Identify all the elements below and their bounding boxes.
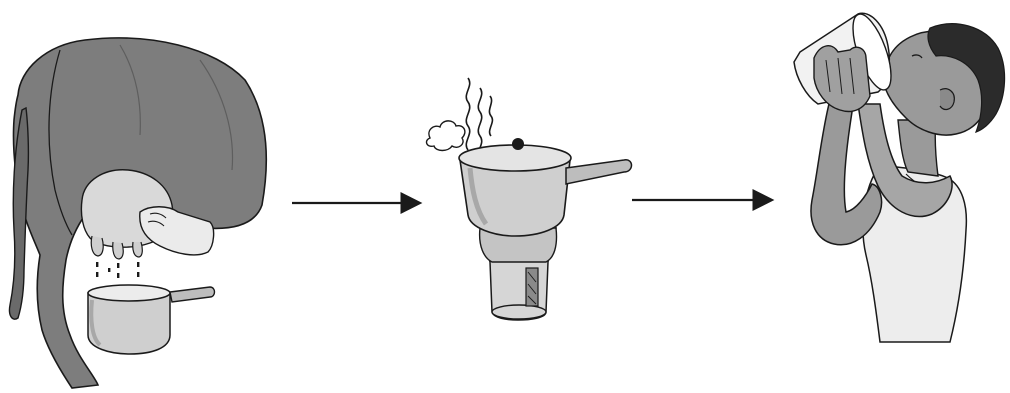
cow-tail	[9, 108, 28, 319]
milk-pot	[88, 285, 215, 354]
cooking-pot	[459, 138, 632, 236]
charcoal-stove	[480, 228, 557, 320]
step-boiling	[427, 78, 632, 320]
step-drinking	[794, 10, 1005, 342]
steam-puff	[427, 121, 465, 151]
step-milking	[9, 38, 266, 388]
milk-drops	[96, 262, 139, 278]
